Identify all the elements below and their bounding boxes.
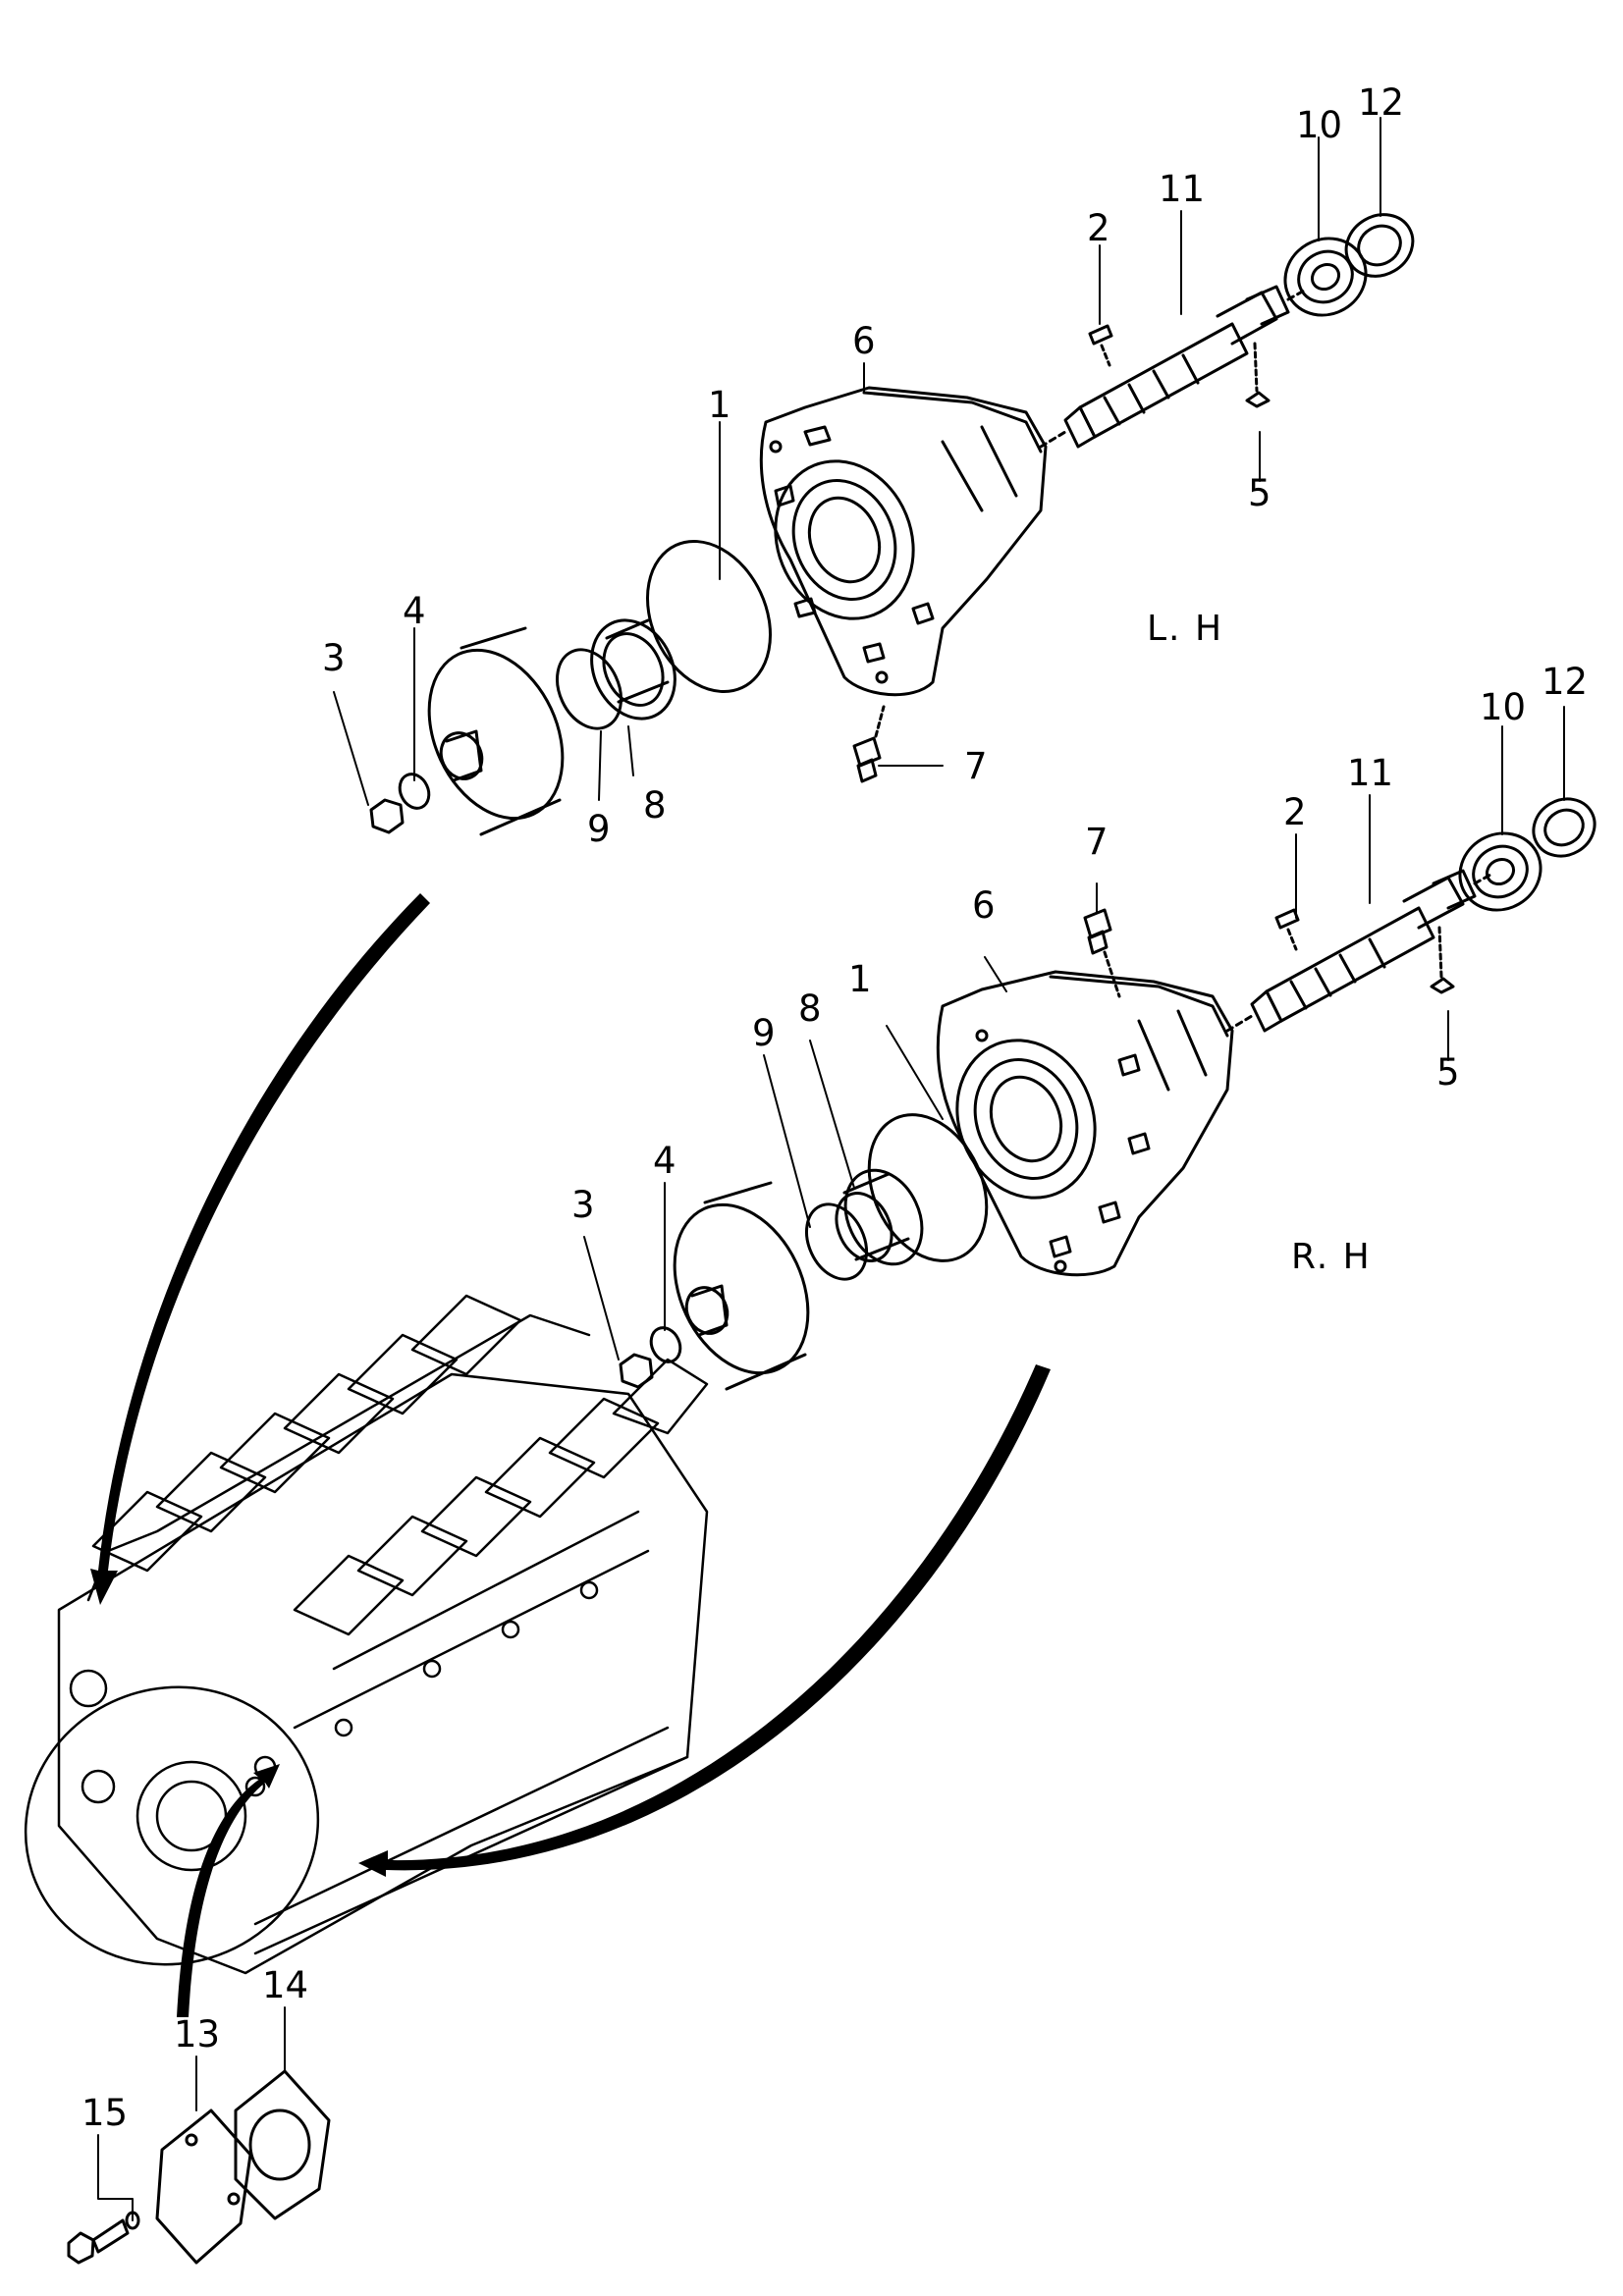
rh-key-2 xyxy=(1274,908,1300,951)
lh-callout-3: 3 xyxy=(322,637,346,679)
rh-callout-9: 9 xyxy=(752,1012,776,1054)
rh-callout-2: 2 xyxy=(1283,791,1307,833)
lh-callout-8: 8 xyxy=(643,784,667,827)
lh-callout-7: 7 xyxy=(964,745,988,787)
lh-nut-3 xyxy=(369,798,405,834)
lh-callout-9: 9 xyxy=(587,808,611,850)
rh-housing-6 xyxy=(936,970,1254,1277)
callout-numbers-rh: 1 2 3 4 5 6 7 8 9 10 11 12 xyxy=(571,661,1588,1226)
rh-callout-5: 5 xyxy=(1436,1051,1460,1094)
engine-rocker-covers xyxy=(91,1294,709,1636)
rh-key-5 xyxy=(1430,926,1455,994)
gasket-14 xyxy=(234,2069,331,2220)
cover-to-engine-arrow xyxy=(177,1764,280,2017)
lh-group-label: L. H xyxy=(1147,609,1223,649)
rh-callout-7: 7 xyxy=(1085,821,1109,863)
engine-block xyxy=(24,1294,709,1975)
rh-bearing-12 xyxy=(1532,797,1596,858)
lh-flange xyxy=(427,626,565,836)
rh-washer-4 xyxy=(649,1326,682,1363)
lh-assembly xyxy=(369,213,1415,836)
lh-key-5 xyxy=(1245,342,1271,408)
rh-nut-3 xyxy=(619,1353,654,1389)
callout-numbers-cover: 13 14 15 xyxy=(81,1964,308,2134)
rh-bearing-10 xyxy=(1458,831,1542,912)
rh-callout-3: 3 xyxy=(571,1184,595,1226)
rh-callout-4: 4 xyxy=(653,1140,676,1182)
lh-callout-1: 1 xyxy=(708,384,731,426)
lh-callout-4: 4 xyxy=(403,590,426,632)
rh-snap-ring-9 xyxy=(805,1202,868,1281)
rh-shaft-11 xyxy=(1250,869,1494,1033)
rh-to-engine-arrow xyxy=(358,1364,1051,1877)
cover-callout-13: 13 xyxy=(174,2013,220,2056)
lh-nipple-7 xyxy=(852,705,886,783)
lh-callout-5: 5 xyxy=(1248,472,1271,514)
lh-o-ring-1 xyxy=(646,539,772,694)
rh-flange xyxy=(673,1181,810,1391)
callout-numbers-lh: 1 2 3 4 5 6 7 8 9 10 11 12 xyxy=(322,81,1404,850)
assembly-arrows xyxy=(90,893,1051,2017)
lh-callout-6: 6 xyxy=(852,320,876,362)
cover-13 xyxy=(155,2109,252,2265)
lh-callout-2: 2 xyxy=(1087,207,1110,249)
lh-callout-12: 12 xyxy=(1358,81,1404,124)
lh-washer-4 xyxy=(398,773,431,810)
rh-o-ring-1 xyxy=(867,1113,989,1262)
lh-snap-ring-9 xyxy=(556,648,622,730)
leader-lines xyxy=(97,117,1565,2221)
lh-bearing-8 xyxy=(590,618,676,721)
rh-callout-8: 8 xyxy=(798,988,822,1030)
rh-nipple-7 xyxy=(1083,908,1121,998)
lh-callout-10: 10 xyxy=(1296,104,1342,146)
lh-key-2 xyxy=(1088,324,1113,367)
rh-assembly xyxy=(619,797,1596,1391)
bolt-15 xyxy=(67,2211,140,2265)
lh-housing-6 xyxy=(759,386,1067,697)
rh-callout-1: 1 xyxy=(848,958,872,1000)
cover-callout-15: 15 xyxy=(81,2092,128,2134)
rh-callout-11: 11 xyxy=(1347,752,1393,794)
rh-group-label: R. H xyxy=(1291,1237,1372,1277)
rh-callout-12: 12 xyxy=(1542,661,1588,703)
lh-shaft-11 xyxy=(1063,285,1308,449)
rh-callout-6: 6 xyxy=(972,884,996,927)
rh-callout-10: 10 xyxy=(1480,686,1526,728)
cover-callout-14: 14 xyxy=(262,1964,308,2006)
lh-callout-11: 11 xyxy=(1159,168,1205,210)
